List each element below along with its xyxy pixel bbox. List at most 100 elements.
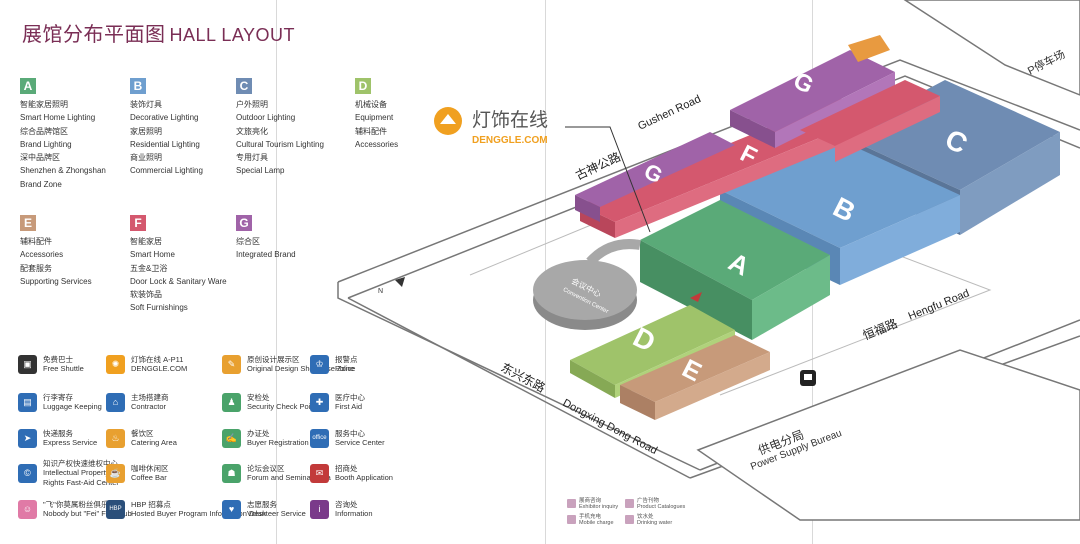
zone-line: 软装饰品 bbox=[130, 290, 162, 300]
legend-label-en: Catering Area bbox=[131, 438, 177, 447]
hall-A: A bbox=[640, 200, 830, 340]
legend-label-cn: 免费巴士 bbox=[43, 354, 73, 364]
legend-label-cn: 咨询处 bbox=[335, 499, 358, 509]
entrance-arrow-icon bbox=[690, 292, 702, 302]
design-icon: ✎ bbox=[222, 354, 241, 374]
info-sub-cn: 手机充电 bbox=[579, 514, 602, 520]
legend-label-en: Security Check Point bbox=[247, 402, 317, 411]
legend-label-cn: 志愿服务 bbox=[247, 499, 277, 509]
zone-letter-badge: A bbox=[20, 78, 36, 94]
zone-line: Commercial Lighting bbox=[130, 166, 203, 176]
brand-cn: 灯饰在线 bbox=[472, 109, 548, 131]
zone-line: 智能家居照明 bbox=[20, 100, 68, 109]
legend-label-cn: 安检处 bbox=[247, 392, 270, 402]
ip-icon: © bbox=[18, 463, 37, 483]
booth-app-icon: ✉ bbox=[310, 463, 329, 483]
brand-callout: 灯饰在线 DENGGLE.COM bbox=[434, 107, 651, 233]
legend-label-en: Contractor bbox=[131, 402, 167, 411]
legend-label-cn: 原创设计展示区 bbox=[247, 354, 300, 364]
registration-icon: ✍ bbox=[222, 428, 241, 448]
legend-label-en: Service Center bbox=[335, 438, 385, 447]
bus-icon bbox=[800, 370, 816, 386]
coffee-icon: ☕ bbox=[106, 463, 125, 483]
legend-label-en: First Aid bbox=[335, 402, 363, 411]
first-aid-icon: ✚ bbox=[310, 392, 329, 412]
zone-line: Decorative Lighting bbox=[130, 113, 199, 123]
zone-line: Brand Lighting bbox=[20, 139, 72, 149]
road-hengfu-cn: 恒福路 bbox=[861, 315, 900, 342]
svg-text:N: N bbox=[378, 288, 383, 295]
legend-label-cn: 行李寄存 bbox=[43, 392, 73, 402]
hall-F-top-block bbox=[848, 35, 890, 62]
info-sub-cn: 展商咨询 bbox=[579, 498, 602, 504]
hbp-icon: HBP bbox=[106, 499, 125, 519]
legend-label-cn: 咖啡休闲区 bbox=[131, 463, 169, 473]
legend-label-cn: 服务中心 bbox=[335, 428, 365, 438]
info-icon: i bbox=[310, 499, 329, 519]
convention-center: 会议中心 Convention Center bbox=[533, 239, 641, 330]
service-center-icon: office bbox=[310, 428, 329, 448]
legend-label-en: Express Service bbox=[43, 438, 98, 447]
zone-line: 商业照明 bbox=[130, 153, 162, 163]
zone-line: Integrated Brand bbox=[236, 250, 296, 260]
legend-label-en: Luggage Keeping bbox=[43, 402, 102, 411]
zone-letter-badge: F bbox=[130, 215, 146, 231]
zone-line: Accessories bbox=[20, 250, 64, 260]
security-icon: ♟ bbox=[222, 392, 241, 412]
legend-label-en: Information bbox=[335, 509, 373, 518]
express-icon: ➤ bbox=[18, 428, 37, 448]
zone-letter-badge: E bbox=[20, 215, 36, 231]
info-sub-icon bbox=[567, 498, 576, 508]
zone-line: Smart Home Lighting bbox=[20, 113, 96, 123]
hall-F-upper bbox=[800, 80, 940, 162]
zone-line: 机械设备 bbox=[355, 100, 387, 109]
legend-label-cn: 主场搭建商 bbox=[131, 392, 169, 402]
title-en: HALL LAYOUT bbox=[169, 25, 296, 45]
legend-label-cn: 餐饮区 bbox=[131, 428, 154, 438]
info-sub-en: Product Catalogues bbox=[637, 504, 686, 510]
hall-E: E bbox=[620, 335, 770, 420]
zone-line: Special Lamp bbox=[236, 166, 285, 176]
zone-line: Equipment bbox=[355, 113, 394, 123]
bus-icon: ▣ bbox=[18, 354, 37, 374]
info-sub-cn: 广告刊物 bbox=[637, 498, 660, 504]
legend-label-en: DENGGLE.COM bbox=[131, 364, 188, 373]
zone-line: Outdoor Lighting bbox=[236, 113, 296, 123]
lamp-icon: ✺ bbox=[106, 354, 125, 374]
police-icon: ♔ bbox=[310, 354, 329, 374]
legend-label-cn: 论坛会议区 bbox=[247, 463, 285, 473]
legend-label-cn: 医疗中心 bbox=[335, 392, 365, 402]
brand-en: DENGGLE.COM bbox=[472, 135, 548, 146]
legend-label-cn: 办证处 bbox=[247, 428, 270, 438]
zone-line: Supporting Services bbox=[20, 276, 92, 286]
legend-label-en: Booth Application bbox=[335, 473, 393, 482]
road-hengfu-en: Hengfu Road bbox=[907, 287, 972, 322]
forum-icon: ☗ bbox=[222, 463, 241, 483]
road-gushen-en: Gushen Road bbox=[636, 93, 703, 133]
legend-label-cn: 灯饰在线 A-P11 bbox=[131, 354, 184, 364]
legend-label-cn: 快递服务 bbox=[43, 428, 73, 438]
zone-letter-badge: B bbox=[130, 78, 146, 94]
legend-label-cn: 招商处 bbox=[335, 463, 358, 473]
zone-line: Smart Home bbox=[130, 250, 175, 260]
zone-letter-badge: D bbox=[355, 78, 371, 94]
legend-label-en: Free Shuttle bbox=[43, 364, 84, 373]
info-sub-icon bbox=[625, 498, 634, 508]
